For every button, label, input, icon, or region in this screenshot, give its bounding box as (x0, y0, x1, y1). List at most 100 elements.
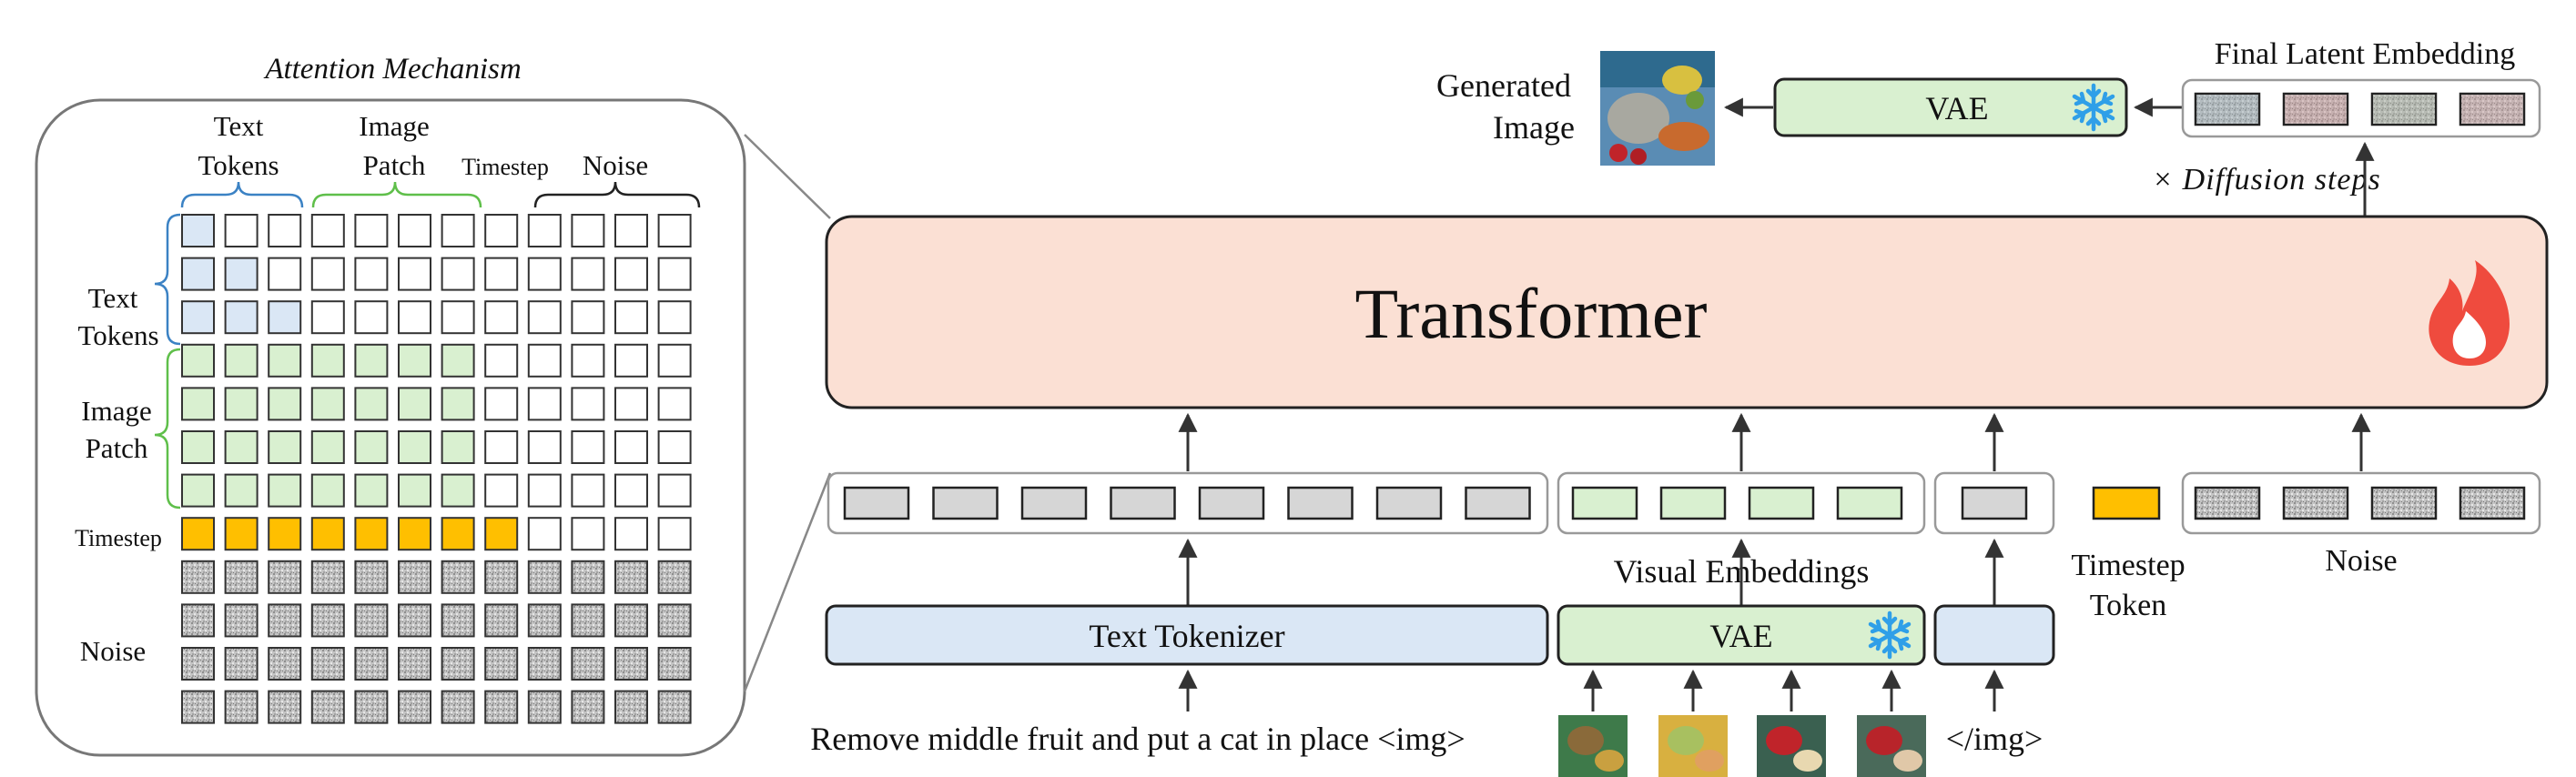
attention-cell-empty (571, 214, 605, 247)
input-image-patches (1558, 669, 1926, 777)
image-patch-fruit (1866, 726, 1902, 755)
attention-cell-image (181, 343, 215, 378)
attention-cell-noise (571, 560, 605, 594)
attention-cell-empty (571, 473, 605, 508)
attention-cell-empty (310, 214, 345, 247)
attention-cell-image (310, 430, 345, 464)
attention-cell-noise (657, 690, 692, 724)
attention-cell-image (441, 343, 475, 378)
attention-cell-noise (614, 603, 648, 638)
noise-token-cell (2282, 486, 2349, 520)
attention-cell-image (224, 473, 259, 508)
attention-cell-noise (354, 690, 389, 724)
attention-cell-empty (527, 300, 562, 335)
text-token-cell (1375, 486, 1443, 520)
attention-cell-noise (268, 690, 302, 724)
attention-cell-empty (441, 300, 475, 335)
attention-cell-noise (484, 690, 519, 724)
attention-cell-empty (527, 343, 562, 378)
image-patch-fruit (1668, 726, 1704, 755)
attention-cell-empty (268, 214, 302, 247)
snowflake-icon (1868, 610, 1912, 660)
attention-cell-noise (354, 647, 389, 681)
attention-cell-empty (484, 300, 519, 335)
attention-cell-image (354, 473, 389, 508)
attention-cell-noise (571, 603, 605, 638)
final-latent-tokens (2194, 92, 2526, 126)
attention-cell-text (181, 300, 215, 335)
image-patch-fruit (1695, 750, 1724, 772)
image-patch-fruit (1766, 726, 1802, 755)
noise-token-box (2181, 471, 2541, 535)
attention-cell-text (224, 300, 259, 335)
attention-cell-image (441, 387, 475, 421)
attention-cell-empty (354, 214, 389, 247)
row-label-noise: Noise (80, 635, 146, 667)
attention-cell-noise (310, 603, 345, 638)
attention-cell-noise (614, 647, 648, 681)
attention-cell-empty (484, 430, 519, 464)
zoom-line-top (744, 134, 831, 219)
attention-cell-text (268, 300, 302, 335)
text-token-cell (1020, 486, 1088, 520)
row-label-image-patch-l1: Image (81, 395, 151, 427)
text-token-cell (843, 486, 910, 520)
attention-cell-noise (527, 560, 562, 594)
attention-cell-image (224, 430, 259, 464)
attention-cell-empty (614, 430, 648, 464)
attention-cell-noise (181, 560, 215, 594)
attention-cell-noise (484, 603, 519, 638)
attention-cell-noise (398, 690, 431, 724)
visual-token-cell (1571, 486, 1638, 520)
attention-cell-empty (527, 430, 562, 464)
attention-cell-noise (354, 560, 389, 594)
attention-cell-image (354, 387, 389, 421)
attention-cell-timestep (398, 517, 431, 551)
attention-cell-image (398, 343, 431, 378)
visual-token-cell (1659, 486, 1727, 520)
final-latent-box (2181, 78, 2541, 138)
attention-cell-image (268, 343, 302, 378)
attention-cell-image (224, 387, 259, 421)
row-label-timestep: Timestep (75, 525, 162, 551)
latent-token-texture (2196, 95, 2258, 124)
text-token-cell (932, 486, 999, 520)
image-patch-fruit (1595, 750, 1624, 772)
attention-cell-noise (484, 560, 519, 594)
visual-token-cell (1836, 486, 1903, 520)
attention-cell-noise (398, 603, 431, 638)
attention-cell-noise (310, 560, 345, 594)
attention-cell-empty (571, 300, 605, 335)
visual-token-cell (1748, 486, 1815, 520)
col-label-timestep: Timestep (461, 154, 549, 180)
attention-cell-empty (354, 300, 389, 335)
attention-cell-image (310, 387, 345, 421)
transformer-block (825, 215, 2549, 409)
attention-cell-image (268, 387, 302, 421)
row-brace-text-tokens (154, 213, 181, 346)
input-vae-block (1557, 604, 1926, 666)
text-token-cell (1198, 486, 1265, 520)
end-tag-block (1933, 604, 2055, 666)
attention-cell-noise (181, 690, 215, 724)
attention-cell-noise (657, 603, 692, 638)
attention-cell-noise (181, 647, 215, 681)
timestep-token-label-l2: Token (2090, 589, 2167, 622)
attention-cell-noise (354, 603, 389, 638)
attention-cell-image (310, 473, 345, 508)
attention-cell-empty (614, 517, 648, 551)
text-token-embeddings (843, 486, 1531, 520)
attention-cell-empty (441, 257, 475, 291)
visual-token-box (1557, 471, 1926, 535)
attention-cell-image (224, 343, 259, 378)
attention-cell-empty (398, 214, 431, 247)
attention-cell-noise (398, 560, 431, 594)
output-vae-block (1773, 77, 2128, 137)
attention-cell-empty (614, 300, 648, 335)
attention-cell-empty (657, 387, 692, 421)
attention-cell-empty (657, 300, 692, 335)
attention-cell-empty (484, 257, 519, 291)
attention-cell-noise (657, 647, 692, 681)
attention-cell-image (181, 430, 215, 464)
